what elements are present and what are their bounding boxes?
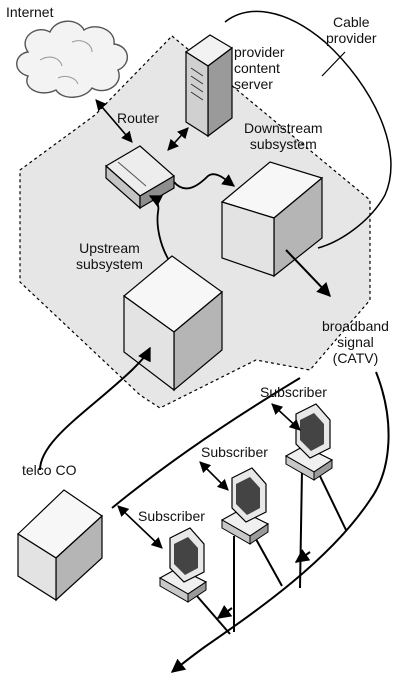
broadband-signal-label: broadband signal (CATV) <box>322 318 389 366</box>
catv-arrow-2 <box>216 604 233 619</box>
telco-co-box <box>17 489 103 602</box>
downstream-label-line-1: Downstream <box>244 120 323 136</box>
downstream-label-line-2: subsystem <box>249 136 317 152</box>
catv-arrow-1 <box>294 548 311 563</box>
subscriber-2-computer-icon <box>220 467 270 545</box>
server-router-link <box>167 127 189 151</box>
subscriber-1-drop <box>317 471 347 531</box>
internet-label: Internet <box>6 4 54 20</box>
router-icon <box>104 145 176 210</box>
subscriber-1-phone <box>299 469 303 589</box>
server-label-line-2: content <box>234 60 280 76</box>
downstream-subsystem-label: Downstream subsystem <box>244 120 323 152</box>
catv-cable <box>170 371 390 673</box>
internet-router-link <box>95 99 133 143</box>
subscriber-3-label-arrow <box>117 505 163 549</box>
router-downstream-link <box>173 173 236 190</box>
downstream-subsystem-box <box>220 161 324 278</box>
subscriber-2-label: Subscriber <box>201 444 268 460</box>
cable-provider-label-line-2: provider <box>326 30 377 46</box>
broadband-label-line-2: signal <box>337 334 374 350</box>
upstream-label-line-1: Upstream <box>79 240 140 256</box>
cable-provider-label: Cable provider <box>326 14 377 46</box>
cable-provider-leader <box>321 51 346 77</box>
server-label-line-1: provider <box>234 44 285 60</box>
subscriber-3-label: Subscriber <box>138 508 205 524</box>
server-label-line-3: server <box>234 76 273 92</box>
subscriber-2-drop <box>251 531 283 587</box>
telco-upstream-line <box>39 346 151 471</box>
provider-content-server-label: provider content server <box>234 44 285 92</box>
upstream-subsystem-label: Upstream subsystem <box>76 240 143 272</box>
downstream-signal-link <box>285 249 331 298</box>
cable-provider-label-line-1: Cable <box>333 14 370 30</box>
subscriber-3-computer-icon <box>158 527 208 603</box>
subscriber-2-label-arrow <box>199 461 229 491</box>
router-label: Router <box>117 110 160 126</box>
upstream-router-link <box>148 195 171 263</box>
internet-cloud-icon <box>16 20 128 98</box>
subscriber-1-label-arrow <box>271 403 301 431</box>
subscriber-1-label: Subscriber <box>260 384 327 400</box>
telco-subscriber-line <box>111 377 301 509</box>
broadband-label-line-3: (CATV) <box>332 350 379 366</box>
cable-provider-bracket <box>224 10 392 249</box>
broadband-label-line-1: broadband <box>322 318 389 334</box>
provider-content-server-icon <box>184 34 234 138</box>
subscriber-1-computer-icon <box>284 403 334 481</box>
telco-co-label: telco CO <box>22 462 77 478</box>
upstream-label-line-2: subsystem <box>76 256 143 272</box>
upstream-subsystem-box <box>123 255 223 392</box>
